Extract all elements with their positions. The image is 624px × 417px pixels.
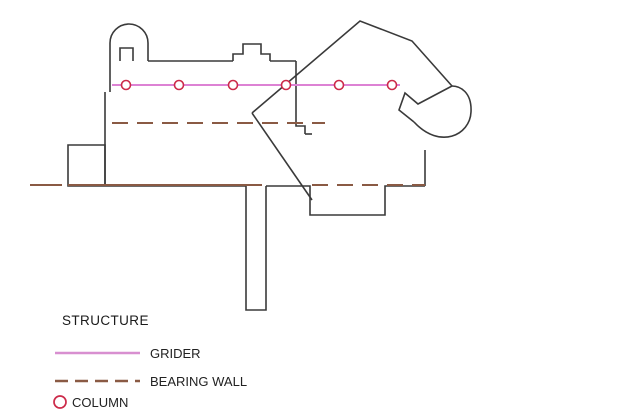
legend-item-girder: GRIDER [55,346,201,361]
girder-group [112,79,400,91]
right-bulge [413,85,472,138]
column-4 [280,79,292,91]
arch-inner-notch [119,47,134,61]
column-3 [227,79,239,91]
legend-item-column: COLUMN [53,395,128,410]
legend-item-label: BEARING WALL [150,374,247,389]
polygon-roof [251,20,453,114]
right-notch [398,85,453,123]
top-step-bump [232,43,271,61]
center-right-wall [295,61,306,134]
column-5 [333,79,345,91]
legend-item-label: COLUMN [72,395,128,410]
column-6 [386,79,398,91]
column-1 [120,79,132,91]
arch-top-left [109,23,149,61]
bearing-wall-group [30,122,425,186]
legend-item-bearing-wall: BEARING WALL [55,374,247,389]
legend: STRUCTURE GRIDER BEARING WALL COLUMN [53,313,247,410]
legend-title: STRUCTURE [62,313,149,328]
column-symbol-icon [53,395,67,409]
column-group [120,79,398,91]
column-2 [173,79,185,91]
bottom-wing [245,186,267,311]
legend-item-label: GRIDER [150,346,201,361]
